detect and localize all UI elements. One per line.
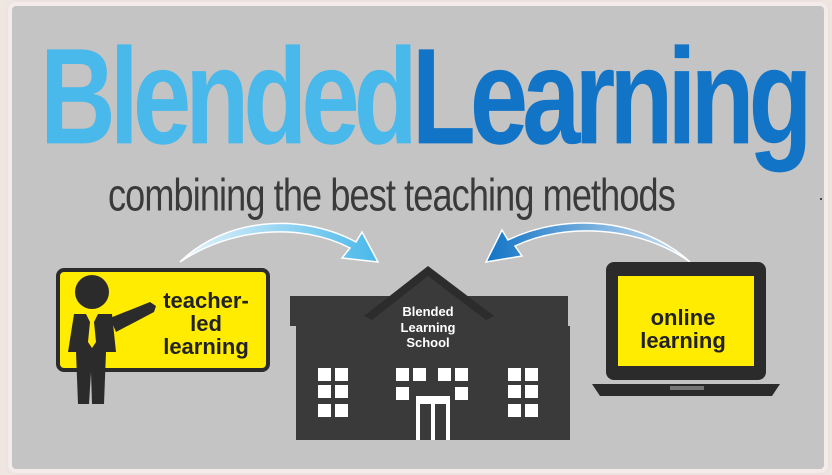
title-part-blended: Blended xyxy=(40,20,418,173)
arrow-right-icon xyxy=(179,222,380,263)
teacher-icon xyxy=(56,268,270,404)
school-building-icon xyxy=(290,266,570,440)
decorative-dot xyxy=(820,198,822,200)
laptop-icon xyxy=(592,262,780,396)
teacher-label-line-2: led xyxy=(190,311,222,337)
school-label-line-2: Learning xyxy=(400,319,456,335)
online-label-line-2: learning xyxy=(640,328,726,354)
main-title: BlendedLearning xyxy=(40,28,813,218)
teacher-led-learning-label: teacher- led learning xyxy=(150,289,262,358)
school-label-line-1: Blended xyxy=(402,304,454,319)
teacher-label-line-3: learning xyxy=(163,334,249,360)
school-label-line-3: School xyxy=(406,335,450,351)
teacher-label-line-1: teacher- xyxy=(163,288,249,313)
subtitle: combining the best teaching methods xyxy=(108,170,676,221)
title-part-learning: Learning xyxy=(411,20,813,173)
online-learning-label: online learning xyxy=(622,306,744,352)
school-label: Blended Learning School xyxy=(394,304,462,351)
arrow-left-icon xyxy=(484,222,691,263)
online-label-line-1: online xyxy=(650,305,716,330)
